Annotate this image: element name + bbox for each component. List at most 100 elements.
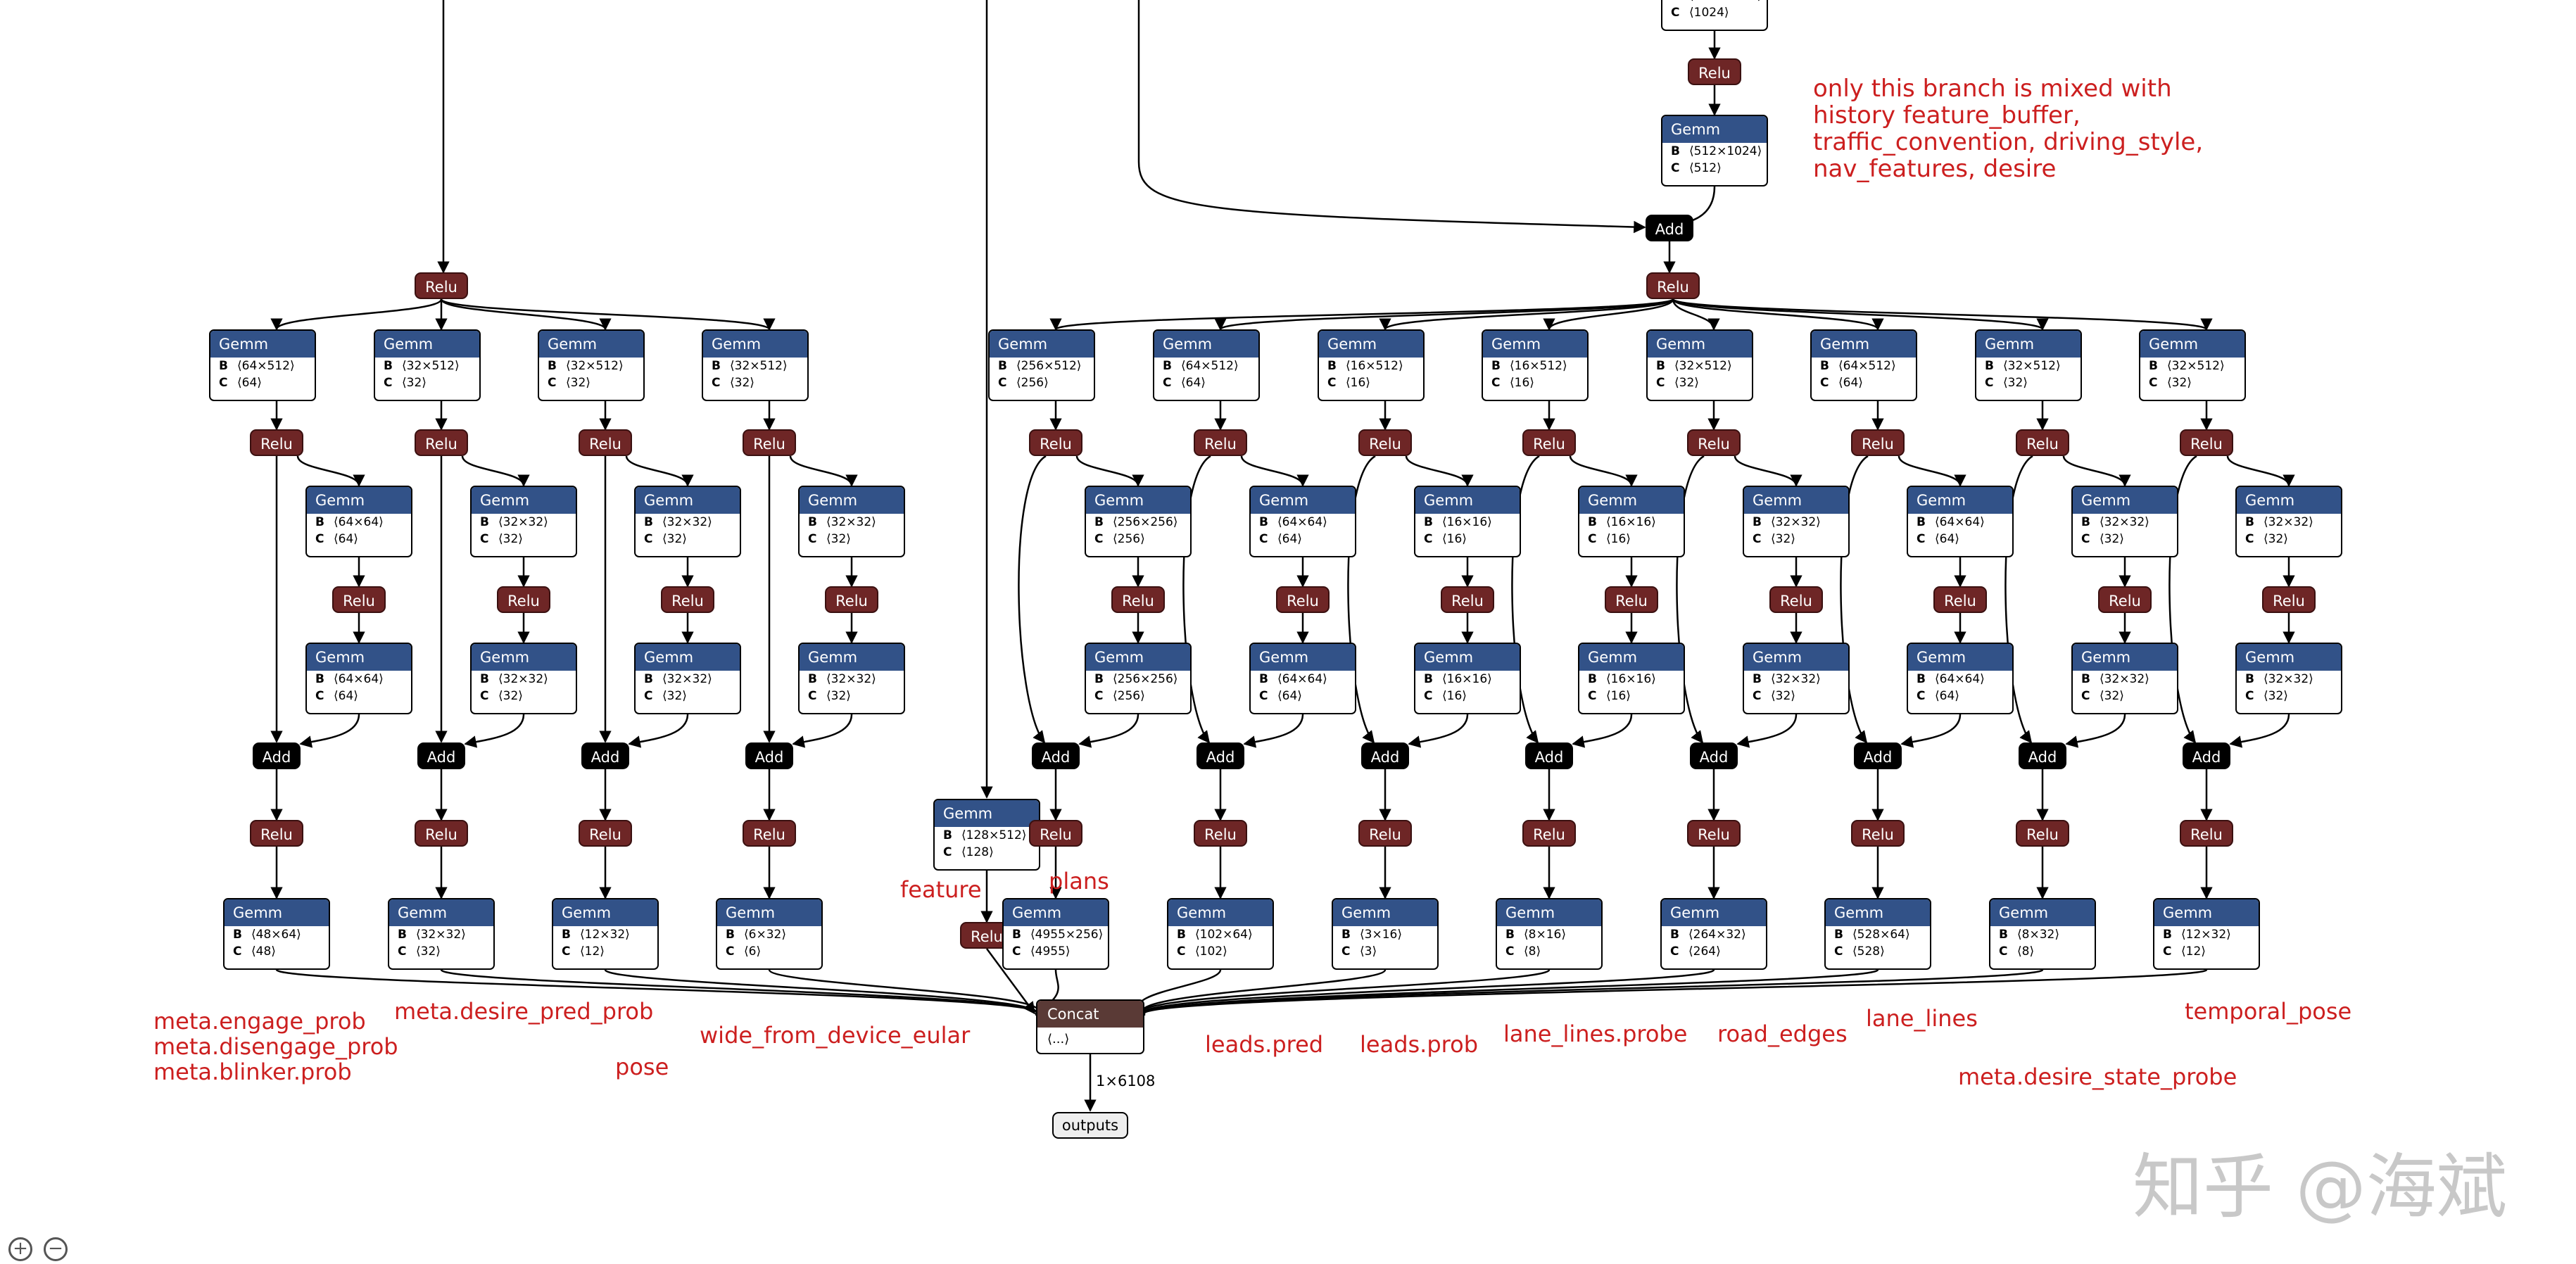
relu-node-right-1-3[interactable]: Relu xyxy=(1194,820,1247,847)
relu-node-right-6-2[interactable]: Relu xyxy=(2098,586,2152,613)
add-node-right-1[interactable]: Add xyxy=(1197,742,1244,769)
output-node[interactable]: outputs xyxy=(1052,1112,1128,1139)
add-node-left-0[interactable]: Add xyxy=(253,742,301,769)
add-node-left-3[interactable]: Add xyxy=(745,742,793,769)
relu-node-left-1-1[interactable]: Relu xyxy=(415,429,468,456)
relu-node-top[interactable]: Relu xyxy=(1688,58,1741,85)
add-node-left-1[interactable]: Add xyxy=(417,742,465,769)
relu-node-left-2-1[interactable]: Relu xyxy=(579,429,632,456)
relu-node-right-1-1[interactable]: Relu xyxy=(1194,429,1247,456)
add-node-right-3[interactable]: Add xyxy=(1525,742,1573,769)
relu-node-left-2-2[interactable]: Relu xyxy=(661,586,714,613)
relu-node-main[interactable]: Relu xyxy=(1646,272,1700,299)
add-node-right-6[interactable]: Add xyxy=(2019,742,2066,769)
add-node-right-0[interactable]: Add xyxy=(1032,742,1080,769)
relu-node-right-4-1[interactable]: Relu xyxy=(1687,429,1741,456)
relu-node-right-7-3[interactable]: Relu xyxy=(2180,820,2233,847)
relu-node-right-6-3[interactable]: Relu xyxy=(2016,820,2069,847)
add-node-right-2[interactable]: Add xyxy=(1361,742,1409,769)
relu-node-right-4-2[interactable]: Relu xyxy=(1769,586,1823,613)
relu-node-right-7-1[interactable]: Relu xyxy=(2180,429,2233,456)
relu-node-right-2-1[interactable]: Relu xyxy=(1358,429,1412,456)
relu-node-left-1-2[interactable]: Relu xyxy=(497,586,550,613)
add-node-right-4[interactable]: Add xyxy=(1690,742,1738,769)
relu-node-left-trunk[interactable]: Relu xyxy=(415,272,468,299)
relu-node-left-1-3[interactable]: Relu xyxy=(415,820,468,847)
relu-node-right-5-1[interactable]: Relu xyxy=(1851,429,1905,456)
add-node-right-7[interactable]: Add xyxy=(2183,742,2230,769)
relu-node-right-7-2[interactable]: Relu xyxy=(2262,586,2316,613)
zoom-in-button[interactable]: + xyxy=(8,1237,32,1261)
relu-node-left-3-3[interactable]: Relu xyxy=(743,820,796,847)
relu-node-right-0-1[interactable]: Relu xyxy=(1029,429,1082,456)
add-node-right-5[interactable]: Add xyxy=(1854,742,1902,769)
zoom-out-button[interactable]: − xyxy=(44,1237,68,1261)
relu-node-right-1-2[interactable]: Relu xyxy=(1276,586,1330,613)
relu-node-right-3-1[interactable]: Relu xyxy=(1522,429,1576,456)
relu-node-right-4-3[interactable]: Relu xyxy=(1687,820,1741,847)
relu-node-right-3-3[interactable]: Relu xyxy=(1522,820,1576,847)
relu-node-right-6-1[interactable]: Relu xyxy=(2016,429,2069,456)
add-node-left-2[interactable]: Add xyxy=(581,742,629,769)
concat-node[interactable]: Concat⟨...⟩ xyxy=(1036,999,1144,1054)
relu-node-right-0-3[interactable]: Relu xyxy=(1029,820,1082,847)
relu-node-right-0-2[interactable]: Relu xyxy=(1111,586,1165,613)
relu-node-left-0-2[interactable]: Relu xyxy=(332,586,386,613)
relu-node-right-2-2[interactable]: Relu xyxy=(1441,586,1494,613)
relu-node-right-3-2[interactable]: Relu xyxy=(1605,586,1658,613)
relu-node-left-0-3[interactable]: Relu xyxy=(250,820,303,847)
relu-node-right-5-3[interactable]: Relu xyxy=(1851,820,1905,847)
relu-node-left-2-3[interactable]: Relu xyxy=(579,820,632,847)
relu-node-left-0-1[interactable]: Relu xyxy=(250,429,303,456)
relu-node-left-3-2[interactable]: Relu xyxy=(825,586,878,613)
relu-node-left-3-1[interactable]: Relu xyxy=(743,429,796,456)
